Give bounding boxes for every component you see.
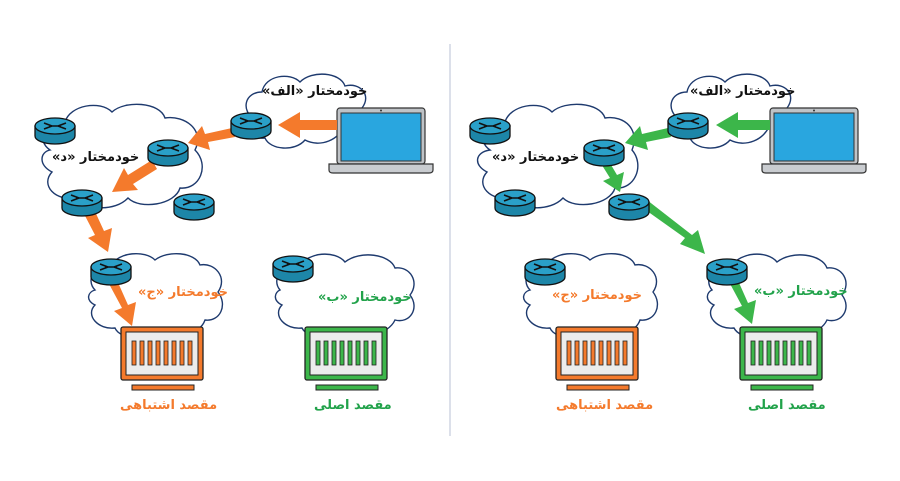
wrong-destination-server-icon — [555, 326, 639, 391]
router-icon — [494, 189, 536, 217]
source-laptop-icon — [328, 107, 434, 174]
real-destination-server-icon — [739, 326, 823, 391]
label-as-c: خودمختار «ج» — [552, 288, 642, 303]
router-icon — [230, 112, 272, 140]
router-icon — [667, 112, 709, 140]
label-as-a: خودمختار «الف» — [690, 84, 796, 99]
router-icon — [61, 189, 103, 217]
cloud-as-d — [41, 103, 203, 209]
route-arrows-orange — [82, 112, 337, 326]
source-laptop-icon — [761, 107, 867, 174]
router-icon — [583, 139, 625, 167]
label-wrong-destination: مقصد اشتباهی — [120, 398, 218, 413]
panel-wrong-route — [34, 73, 434, 391]
label-wrong-destination: مقصد اشتباهی — [556, 398, 654, 413]
router-icon — [272, 255, 314, 283]
wrong-destination-server-icon — [120, 326, 204, 391]
router-icon — [34, 117, 76, 145]
label-as-b: خودمختار «ب» — [754, 284, 848, 299]
router-icon — [173, 193, 215, 221]
label-as-a: خودمختار «الف» — [262, 84, 368, 99]
route-arrows-green — [600, 112, 770, 324]
label-as-d: خودمختار «د» — [52, 150, 140, 165]
cloud-as-d — [476, 103, 639, 209]
label-real-destination: مقصد اصلی — [748, 398, 826, 413]
label-as-d: خودمختار «د» — [492, 150, 580, 165]
router-icon — [608, 193, 650, 221]
router-icon — [706, 258, 748, 286]
router-icon — [147, 139, 189, 167]
router-icon — [524, 258, 566, 286]
label-as-b: خودمختار «ب» — [318, 290, 412, 305]
panel-correct-route — [469, 73, 867, 391]
router-icon — [469, 117, 511, 145]
router-icon — [90, 258, 132, 286]
real-destination-server-icon — [304, 326, 388, 391]
label-real-destination: مقصد اصلی — [314, 398, 392, 413]
label-as-c: خودمختار «ج» — [138, 285, 228, 300]
